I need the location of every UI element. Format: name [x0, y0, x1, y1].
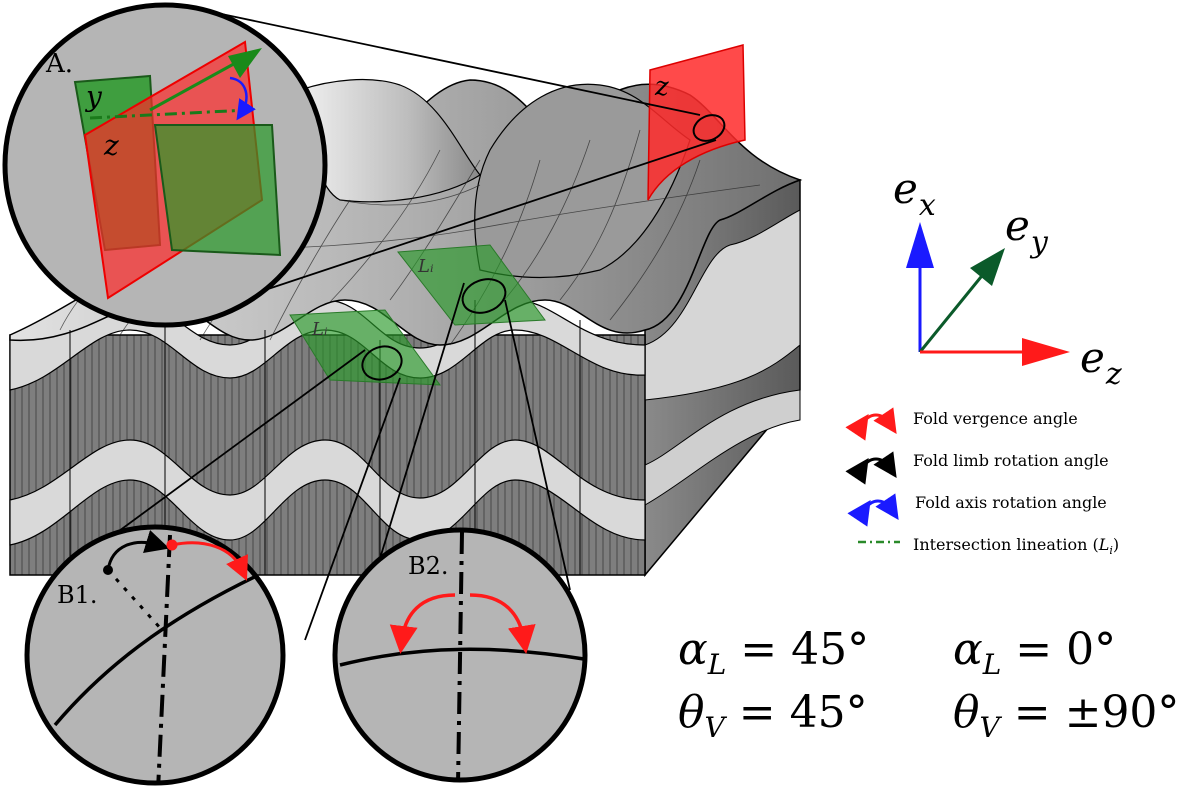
ey-axis-line: [918, 271, 987, 353]
block-side-band-lower: [644, 389, 801, 506]
red-plane-top: z: [647, 44, 746, 201]
inset-a-blue-rotation-icon: [229, 76, 256, 121]
ex-label: ex: [893, 164, 936, 223]
b1-reference-dotted: [106, 568, 164, 632]
block-side-band: [644, 209, 801, 401]
front-band-lower: [9, 439, 646, 546]
li-label-1: Lᵢ: [311, 319, 328, 340]
inset-b2: B2.: [332, 527, 588, 783]
inset-a: y z A.: [2, 2, 328, 328]
ey-label: ey: [1005, 201, 1049, 260]
green-plane-1: Lᵢ: [289, 309, 442, 386]
inset-a-z-label: z: [103, 129, 119, 162]
b2-limb-curve: [339, 647, 585, 667]
eq-alpha-right: αL = 0°: [953, 624, 1116, 681]
inset-a-arrowhead-icon: [228, 48, 262, 78]
legend-blue-curved-arrow-icon: [847, 493, 899, 527]
b1-black-dot: [103, 565, 113, 575]
equations-left: αL = 45° θV = 45°: [678, 624, 869, 744]
ex-arrowhead-icon: [906, 222, 934, 268]
legend: Fold vergence angle Fold limb rotation a…: [845, 407, 1119, 557]
lineation-ring-2: [461, 278, 507, 314]
legend-label-lineation: Intersection lineation (Li): [913, 535, 1119, 557]
ez-arrowhead-icon: [1022, 338, 1070, 366]
li-label-2: Lᵢ: [417, 256, 434, 277]
b1-red-rotation-icon: [171, 541, 248, 581]
b2-red-right-icon: [469, 593, 536, 654]
b2-red-left-icon: [389, 593, 456, 654]
legend-label-axis-rotation: Fold axis rotation angle: [915, 493, 1107, 512]
inset-b1: B1.: [24, 524, 286, 786]
lineation-ring-top: [692, 114, 726, 142]
b1-limb-curve: [53, 563, 281, 727]
ey-arrowhead-icon: [970, 248, 1005, 286]
connector-lines: [99, 11, 717, 641]
equations-right: αL = 0° θV = ±90°: [953, 624, 1179, 744]
inset-a-y-label: y: [84, 80, 103, 113]
panel-b1-label: B1.: [57, 581, 98, 609]
legend-label-vergence: Fold vergence angle: [913, 409, 1078, 428]
eq-alpha-left: αL = 45°: [678, 624, 869, 681]
eq-theta-right: θV = ±90°: [953, 687, 1179, 744]
inset-a-lineation: [89, 108, 249, 120]
legend-label-limb-rotation: Fold limb rotation angle: [913, 451, 1109, 470]
coordinate-axes: ex ey ez: [893, 164, 1122, 392]
red-plane-label: z: [654, 72, 669, 102]
panel-a-label: A.: [45, 49, 73, 79]
green-plane-2: Lᵢ: [397, 244, 546, 326]
legend-black-curved-arrow-icon: [845, 451, 897, 485]
b1-axial-trace: [156, 534, 172, 783]
ez-label: ez: [1080, 333, 1122, 392]
eq-theta-left: θV = 45°: [678, 687, 868, 744]
panel-b2-label: B2.: [408, 552, 449, 580]
legend-red-curved-arrow-icon: [845, 407, 897, 441]
b1-black-rotation-icon: [106, 530, 170, 571]
b2-axial-trace: [456, 531, 464, 780]
inset-a-green-plane-front: [153, 124, 282, 257]
lineation-ring-1: [361, 345, 403, 381]
